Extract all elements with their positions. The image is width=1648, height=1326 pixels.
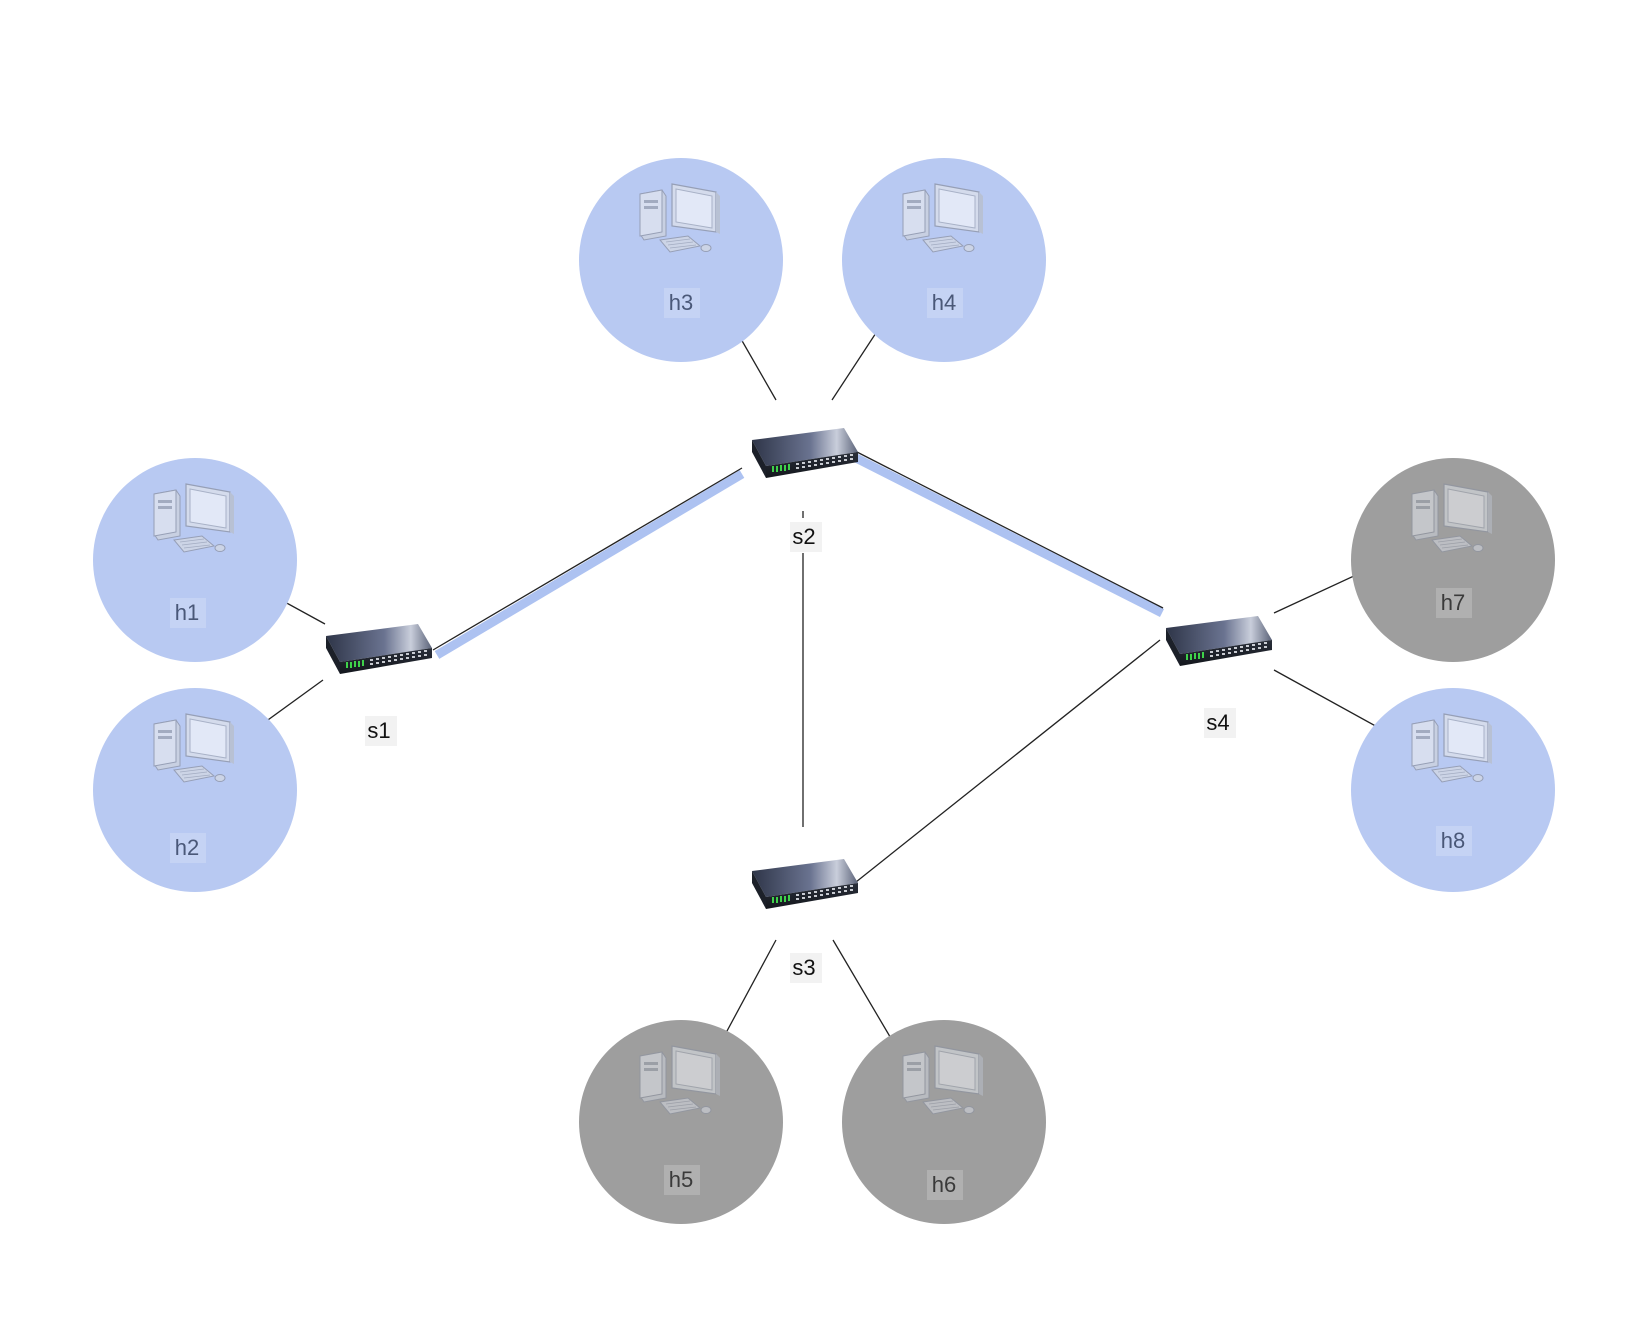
hosts-layer: h1 h2 h3 h4 h5 h6 h7 h8: [93, 158, 1555, 1224]
highlight-s1-s2: [434, 470, 745, 659]
host-node-h4[interactable]: h4: [842, 158, 1046, 362]
host-node-h7[interactable]: h7: [1351, 458, 1555, 662]
network-switch-icon: [752, 428, 858, 478]
host-node-h5[interactable]: h5: [579, 1020, 783, 1224]
host-label-tag: [1436, 826, 1472, 856]
host-label-tag: [927, 288, 963, 318]
host-label: h1: [175, 600, 199, 625]
host-label-tag: [664, 1165, 700, 1195]
host-node-h1[interactable]: h1: [93, 458, 297, 662]
host-label: h8: [1441, 828, 1465, 853]
switch-node-s4[interactable]: s4: [1166, 616, 1272, 738]
host-label-tag: [664, 288, 700, 318]
highlight-s2-s4: [851, 452, 1165, 618]
network-switch-icon: [752, 859, 858, 909]
switch-label-tag: [1204, 708, 1236, 738]
host-circle: [579, 158, 783, 362]
switch-label: s1: [367, 718, 390, 743]
host-label-tag: [170, 598, 206, 628]
switch-node-s2[interactable]: s2: [752, 428, 858, 552]
switch-label-tag: [790, 953, 822, 983]
host-circle: [1351, 688, 1555, 892]
link-s1-s2: [432, 467, 743, 651]
host-label-tag: [927, 1170, 963, 1200]
host-circle: [842, 158, 1046, 362]
link-s3-s4: [855, 639, 1161, 883]
switches-layer: s1 s2 s3 s4: [326, 428, 1272, 983]
switch-label: s2: [792, 524, 815, 549]
switch-label-tag: [790, 522, 822, 552]
host-circle: [1351, 458, 1555, 662]
host-label-tag: [170, 833, 206, 863]
switch-label: s3: [792, 955, 815, 980]
host-label: h6: [932, 1172, 956, 1197]
switch-node-s1[interactable]: s1: [326, 624, 432, 746]
switch-label: s4: [1206, 710, 1229, 735]
link-s2-s4: [854, 450, 1164, 609]
host-label: h2: [175, 835, 199, 860]
host-node-h6[interactable]: h6: [842, 1020, 1046, 1224]
host-node-h8[interactable]: h8: [1351, 688, 1555, 892]
host-label: h4: [932, 290, 956, 315]
host-circle: [842, 1020, 1046, 1224]
host-label: h7: [1441, 590, 1465, 615]
network-switch-icon: [1166, 616, 1272, 666]
host-circle: [579, 1020, 783, 1224]
switch-node-s3[interactable]: s3: [752, 859, 858, 983]
host-circle: [93, 688, 297, 892]
switch-label-tag: [365, 716, 397, 746]
network-switch-icon: [326, 624, 432, 674]
host-label-tag: [1436, 588, 1472, 618]
host-label: h3: [669, 290, 693, 315]
host-circle: [93, 458, 297, 662]
host-node-h2[interactable]: h2: [93, 688, 297, 892]
host-label: h5: [669, 1167, 693, 1192]
host-node-h3[interactable]: h3: [579, 158, 783, 362]
